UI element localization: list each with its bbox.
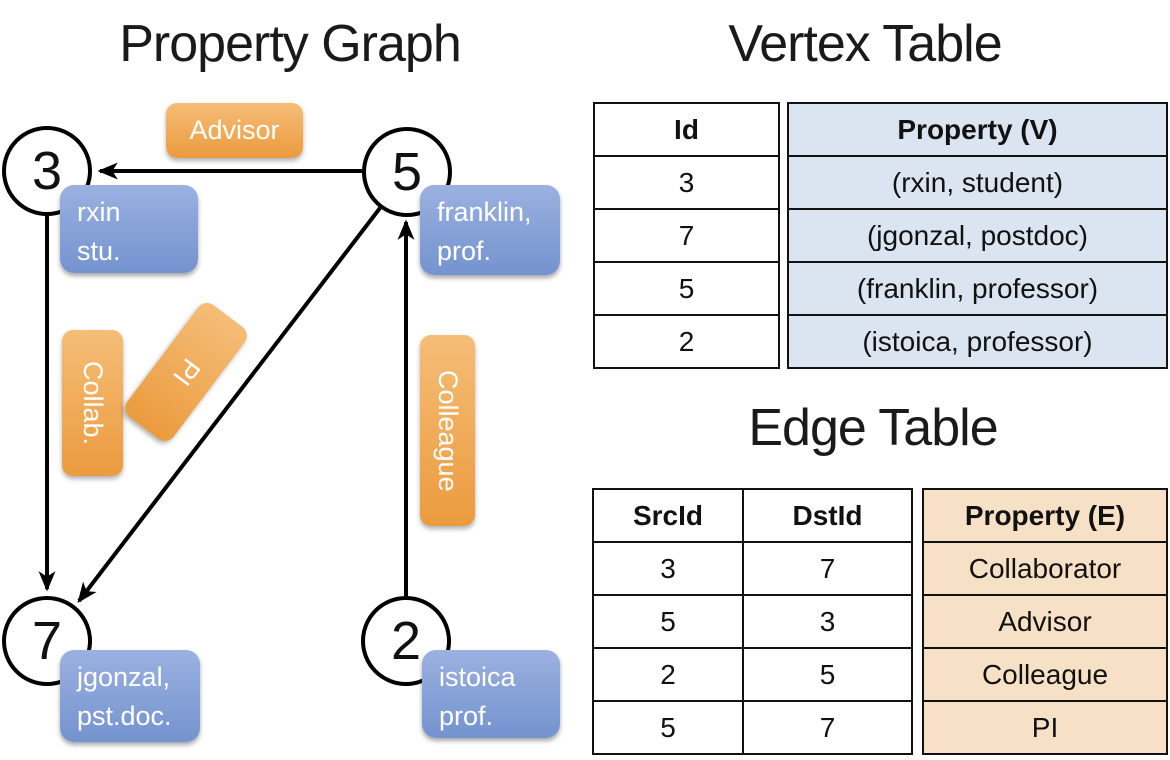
edge-table-srcid-header: SrcId	[592, 488, 744, 543]
vertex-property-line: franklin,	[437, 197, 532, 227]
edge-table-dstid-cell: 5	[742, 647, 913, 702]
vertex-property-line: istoica	[439, 662, 516, 692]
vertex-property-line: jgonzal,	[77, 662, 171, 692]
vertex-table-property-column: Property (V) (rxin, student) (jgonzal, p…	[787, 102, 1168, 369]
graph-node-2: 2	[361, 596, 451, 686]
vertex-property-box-istoica: istoica prof.	[422, 650, 560, 738]
vertex-table-property-cell: (istoica, professor)	[787, 314, 1168, 369]
vertex-table-id-cell: 5	[593, 261, 780, 316]
vertex-property-line: pst.doc.	[77, 701, 172, 731]
property-graph-title: Property Graph	[119, 15, 462, 73]
vertex-table-property-cell: (rxin, student)	[787, 155, 1168, 210]
edge-table-title: Edge Table	[748, 399, 998, 457]
edge-table-srcid-cell: 5	[592, 700, 744, 755]
vertex-table-id-cell: 7	[593, 208, 780, 263]
edge-table-dstid-cell: 7	[742, 541, 913, 596]
vertex-property-line: stu.	[77, 236, 121, 266]
edge-table-id-columns: SrcId DstId 3 7 5 3 2 5 5 7	[592, 488, 913, 755]
vertex-table-title: Vertex Table	[728, 15, 1002, 73]
edge-table-srcid-cell: 5	[592, 594, 744, 649]
edge-table-dstid-header: DstId	[742, 488, 913, 543]
vertex-property-line: prof.	[439, 701, 494, 731]
vertex-table-property-cell: (franklin, professor)	[787, 261, 1168, 316]
vertex-property-box-rxin: rxin stu.	[60, 185, 198, 273]
graph-node-5: 5	[362, 127, 452, 217]
edge-badge-pi-label: PI	[166, 353, 207, 392]
vertex-property-box-franklin: franklin, prof.	[420, 185, 560, 275]
vertex-table-property-header: Property (V)	[787, 102, 1168, 157]
edge-table-srcid-cell: 2	[592, 647, 744, 702]
edge-badge-colleague-label: Colleague	[433, 369, 463, 492]
vertex-property-line: rxin	[77, 197, 121, 227]
edge-table-property-cell: Collaborator	[922, 541, 1168, 596]
edge-arrow-5-to-7	[77, 206, 382, 604]
vertex-table-property-cell: (jgonzal, postdoc)	[787, 208, 1168, 263]
edge-table-property-cell: Advisor	[922, 594, 1168, 649]
vertex-table-id-cell: 3	[593, 155, 780, 210]
edge-table-srcid-cell: 3	[592, 541, 744, 596]
edge-badge-advisor: Advisor	[166, 103, 303, 158]
edge-badge-collab-label: Collab.	[78, 360, 108, 446]
edge-badge-colleague: Colleague	[420, 335, 475, 526]
edge-table-dstid-cell: 7	[742, 700, 913, 755]
edge-table-property-header: Property (E)	[922, 488, 1168, 543]
vertex-table-id-cell: 2	[593, 314, 780, 369]
vertex-table-id-header: Id	[593, 102, 780, 157]
edge-badge-advisor-label: Advisor	[189, 115, 280, 145]
graph-edges-layer	[38, 162, 415, 604]
edge-table-property-cell: PI	[922, 700, 1168, 755]
edge-badge-collab: Collab.	[62, 330, 123, 476]
vertex-property-box-jgonzal: jgonzal, pst.doc.	[60, 650, 200, 742]
vertex-table-id-column: Id 3 7 5 2	[593, 102, 780, 369]
edge-table-property-column: Property (E) Collaborator Advisor Collea…	[922, 488, 1168, 755]
edge-table-property-cell: Colleague	[922, 647, 1168, 702]
vertex-property-line: prof.	[437, 236, 492, 266]
edge-table-dstid-cell: 3	[742, 594, 913, 649]
